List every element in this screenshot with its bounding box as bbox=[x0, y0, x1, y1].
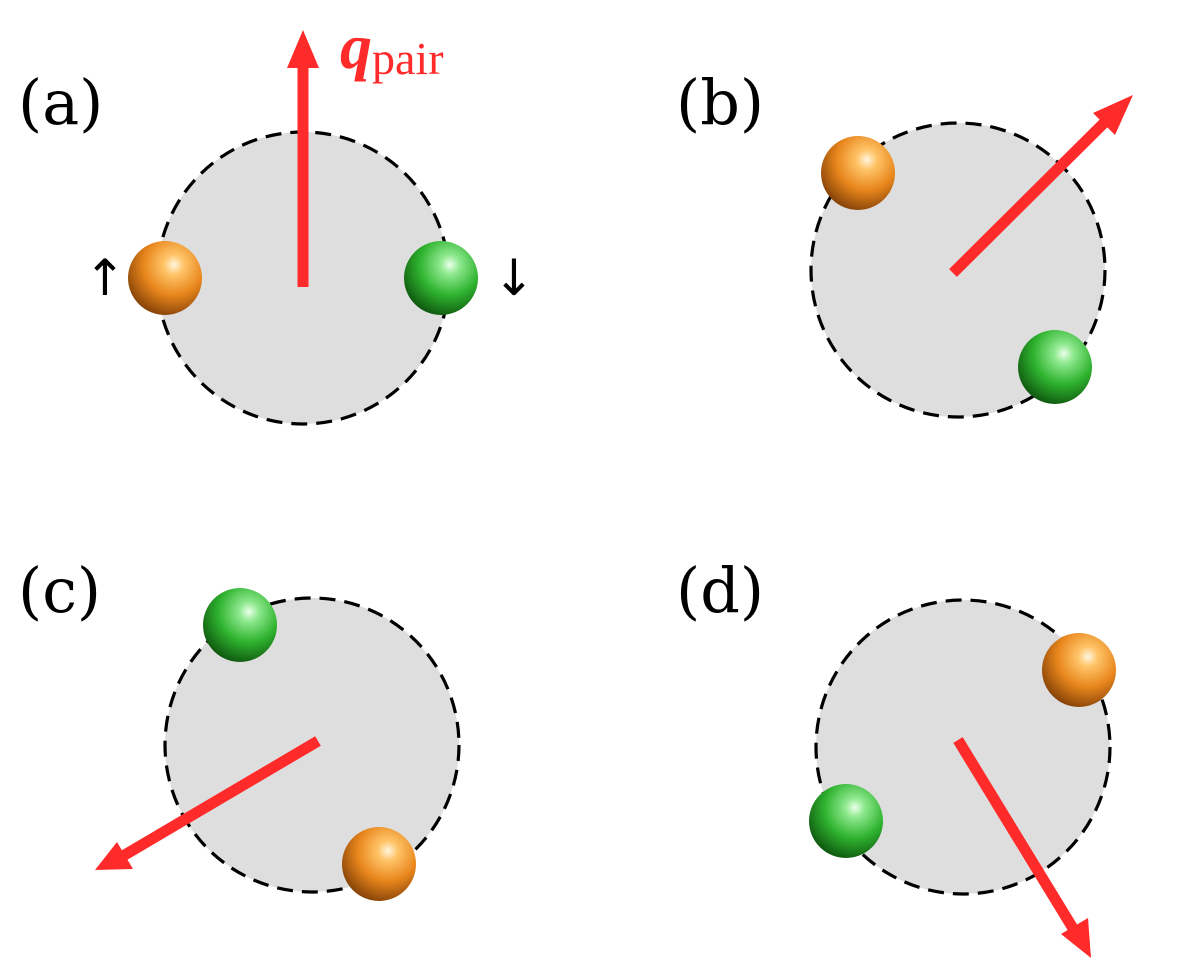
pair-momentum-arrow-d bbox=[953, 737, 1079, 933]
green-fermion-c bbox=[203, 588, 277, 662]
pair-subscript: pair bbox=[372, 33, 444, 84]
panel-a-label: (a) bbox=[18, 66, 103, 139]
panel-a: (a) qpair ↑ ↓ bbox=[18, 11, 535, 426]
orange-fermion-d bbox=[1042, 633, 1116, 707]
spin-down-fermion bbox=[404, 241, 478, 315]
spin-up-fermion bbox=[128, 241, 202, 315]
panel-c: (c) bbox=[18, 554, 461, 901]
arrow-head-b bbox=[1093, 95, 1133, 135]
pair-momentum-arrow-b bbox=[949, 114, 1113, 277]
green-fermion-b bbox=[1018, 330, 1092, 404]
panel-b: (b) bbox=[676, 66, 1133, 419]
panel-c-label: (c) bbox=[18, 554, 101, 627]
q-pair-label: qpair bbox=[340, 11, 444, 84]
orange-fermion-b bbox=[821, 136, 895, 210]
arrow-head-c bbox=[95, 842, 133, 870]
arrow-head-a bbox=[287, 30, 319, 68]
q-symbol: q bbox=[340, 11, 372, 82]
spin-down-arrow: ↓ bbox=[493, 249, 535, 307]
green-fermion-d bbox=[809, 784, 883, 858]
panel-d: (d) bbox=[676, 554, 1116, 958]
panel-d-label: (d) bbox=[676, 554, 764, 627]
panel-b-label: (b) bbox=[676, 66, 764, 139]
orange-fermion-c bbox=[342, 827, 416, 901]
spin-up-arrow: ↑ bbox=[84, 249, 126, 307]
arrow-head-d bbox=[1061, 918, 1091, 958]
pair-momentum-arrow-c bbox=[120, 736, 321, 861]
